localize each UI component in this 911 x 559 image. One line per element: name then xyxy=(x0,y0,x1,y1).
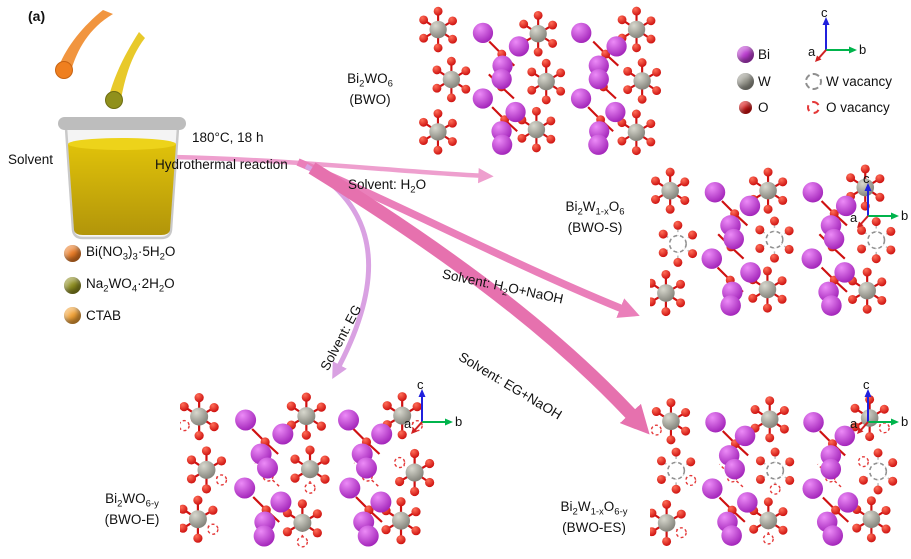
crystal-structure-bwo-es xyxy=(650,394,898,546)
o-vacancy-icon xyxy=(806,101,820,114)
atom-legend: Bi W W vacancy O O vacancy xyxy=(732,46,892,115)
axes-bwo-s: c b a xyxy=(850,171,908,228)
axis-c-label: c xyxy=(863,171,870,186)
legend-o-vacancy-label: O vacancy xyxy=(826,100,890,115)
abbr-bwo: (BWO) xyxy=(349,91,391,107)
formula-bwo-s: Bi2W1-xO6 xyxy=(565,199,625,218)
ctab-icon xyxy=(63,307,81,325)
legend-w-label: W xyxy=(758,74,771,89)
structure-label-bwo: Bi2WO6 (BWO) xyxy=(322,70,418,110)
abbr-bwo-e: (BWO-E) xyxy=(104,511,160,527)
arrow-label-eg-naoh: Solvent: EG+NaOH xyxy=(456,349,565,423)
arrow-label-h2o-naoh: Solvent: H2O+NaOH xyxy=(440,266,565,307)
axis-c-label: c xyxy=(417,377,424,392)
formula-bwo-e: Bi2WO6-y xyxy=(105,491,159,510)
axis-c-label: c xyxy=(821,5,828,20)
axis-b-label: b xyxy=(901,414,908,429)
axis-b-label: b xyxy=(859,42,866,57)
crystal-structure-bwo-e xyxy=(180,392,435,548)
panel-label: (a) xyxy=(28,8,46,24)
axes-bwo: c b a xyxy=(808,5,866,62)
axis-b-label: b xyxy=(901,208,908,223)
reagent-na-tungstate-label: Na2WO4·2H2O xyxy=(86,275,175,295)
w-atom-icon xyxy=(736,73,754,90)
reagent-ctab-label: CTAB xyxy=(86,308,122,324)
axis-a-label: a xyxy=(808,44,816,59)
bi-nitrate-icon xyxy=(63,244,81,262)
reagent-comets-graphic xyxy=(55,10,145,109)
axis-a-label: a xyxy=(850,210,858,225)
axis-b-label: b xyxy=(455,414,462,429)
axes-bwo-e: c b a xyxy=(404,377,462,434)
legend-o-label: O xyxy=(758,100,769,115)
reagent-legend: Bi(NO3)3·5H2O Na2WO4·2H2O CTAB xyxy=(58,244,176,325)
bi-atom-icon xyxy=(736,46,754,63)
o-atom-icon xyxy=(738,101,752,114)
structure-label-bwo-es: Bi2W1-xO6-y (BWO-ES) xyxy=(538,498,650,538)
axis-a-label: a xyxy=(404,416,412,431)
axis-a-label: a xyxy=(850,416,858,431)
beaker-solvent-label: Solvent xyxy=(8,152,54,167)
arrow-label-eg: Solvent: EG xyxy=(317,302,365,374)
structure-label-bwo-s: Bi2W1-xO6 (BWO-S) xyxy=(545,198,645,238)
structure-label-bwo-e: Bi2WO6-y (BWO-E) xyxy=(82,490,182,530)
w-vacancy-icon xyxy=(804,73,822,90)
crystal-structure-bwo-s xyxy=(650,164,896,317)
formula-bwo: Bi2WO6 xyxy=(347,71,393,90)
beaker-graphic xyxy=(58,117,186,240)
reagent-bi-nitrate-label: Bi(NO3)3·5H2O xyxy=(86,244,176,263)
legend-bi-label: Bi xyxy=(758,47,771,62)
abbr-bwo-s: (BWO-S) xyxy=(567,219,623,235)
na-tungstate-icon xyxy=(63,276,81,294)
arrow-label-h2o: Solvent: H2O xyxy=(348,177,427,196)
formula-bwo-es: Bi2W1-xO6-y xyxy=(560,499,628,518)
axis-c-label: c xyxy=(863,377,870,392)
axes-bwo-es: c b a xyxy=(850,377,908,434)
legend-w-vacancy-label: W vacancy xyxy=(826,74,893,89)
abbr-bwo-es: (BWO-ES) xyxy=(562,519,626,535)
reaction-name-label: Hydrothermal reaction xyxy=(155,157,288,172)
crystal-structure-bwo xyxy=(419,6,662,156)
reaction-conditions-label: 180°C, 18 h xyxy=(192,130,264,145)
